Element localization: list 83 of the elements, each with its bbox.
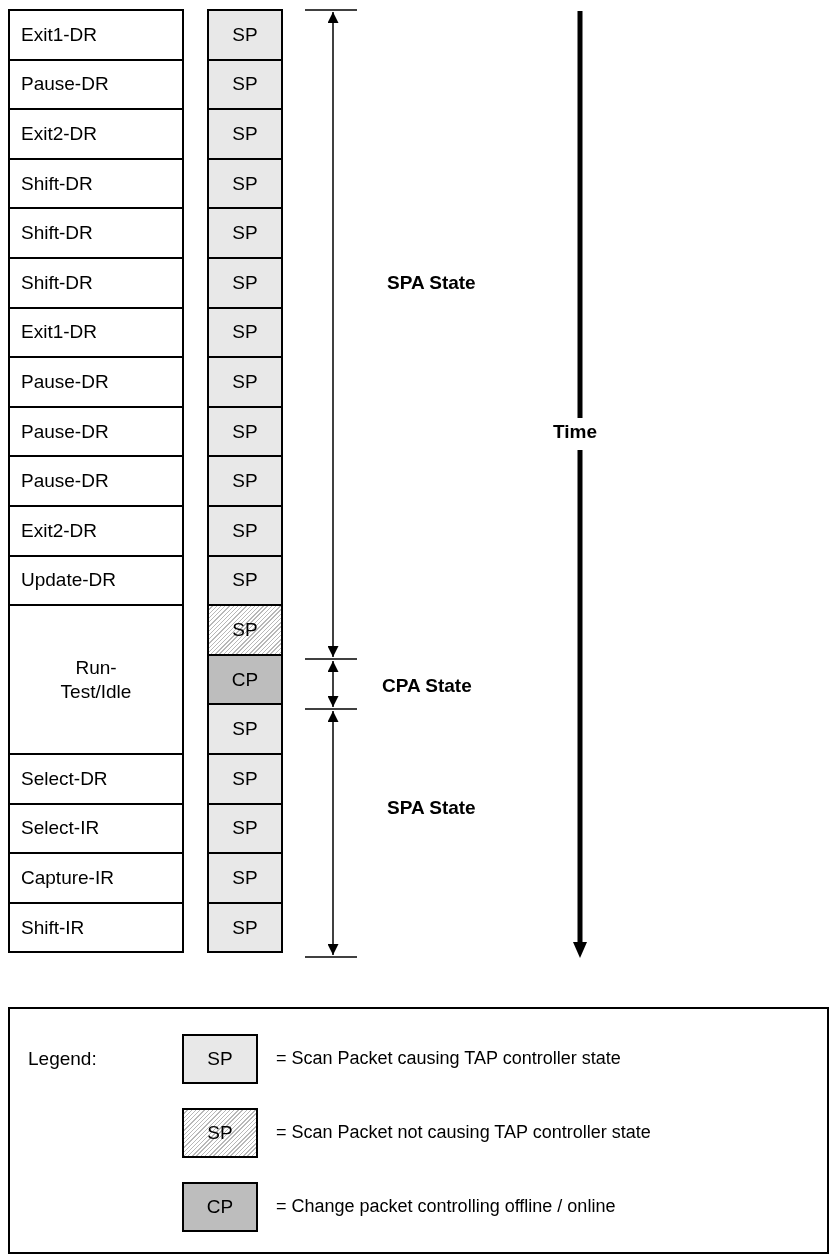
legend-title: Legend: [28,1047,97,1071]
packet-box [207,653,283,706]
packet-box [207,405,283,458]
packet-name: SP [232,717,258,742]
state-box [8,405,184,458]
swatch-text: SP [207,1121,233,1145]
state-label: SPA State [387,796,476,820]
packet-name: SP [232,72,258,97]
swatch-text: SP [207,1047,233,1071]
state-box [8,455,184,507]
state-box [8,9,184,61]
packet-name: CP [231,667,259,692]
state-name: Shift-DR [21,270,93,295]
packet-name: SP [232,816,258,841]
state-name: Shift-DR [21,171,93,196]
packet-box [207,554,283,607]
swatch-text: CP [206,1195,234,1219]
state-name: Pause-DR [21,469,109,494]
state-name: Exit2-DR [21,122,97,146]
packet-name: SP [232,866,258,890]
packet-name: SP [232,419,258,444]
packet-name: SP [232,568,258,593]
state-name: Exit1-DR [21,22,97,47]
packet-name: SP [232,915,258,940]
state-box [8,257,184,309]
packet-box [207,108,283,160]
packet-box [207,455,283,507]
packet-name: SP [232,320,258,345]
state-name: Pause-DR [21,419,109,444]
state-box [8,753,184,805]
packet-name: SP [232,270,258,295]
packet-name: SP [232,518,258,543]
packet-box [207,604,283,656]
packet-name: SP [232,469,258,494]
state-box [8,356,184,408]
state-name: Shift-DR [21,221,93,246]
state-box [8,852,184,904]
packet-name: SP [232,122,258,146]
axis-label: Time [553,420,597,444]
state-label: SPA State [387,271,476,295]
packet-box [207,505,283,557]
state-name: Update-DR [21,568,117,593]
packet-name: SP [232,618,258,642]
packet-box [207,852,283,904]
state-name: Run-Test/Idle [59,655,133,704]
state-box [8,306,184,359]
packet-box [207,257,283,309]
packet-box [207,703,283,755]
state-box [8,505,184,557]
state-name: Select-DR [21,766,108,791]
packet-name: SP [232,22,258,47]
state-box [8,157,184,210]
state-name: Pause-DR [21,370,109,394]
state-box [8,554,184,607]
state-box [8,207,184,259]
packet-box [207,9,283,61]
state-name: Select-IR [21,816,100,841]
legend-text: = Change packet controlling offline / online [276,1195,616,1218]
state-name: Capture-IR [21,866,114,890]
packet-box [207,802,283,855]
packet-name: SP [232,766,258,791]
state-box [8,58,184,111]
packet-name: SP [232,221,258,246]
packet-box [207,58,283,111]
packet-box [207,356,283,408]
state-box [8,802,184,855]
state-name: Exit1-DR [21,320,97,345]
state-box [8,108,184,160]
packet-name: SP [232,370,258,394]
state-box [8,901,184,954]
state-name: Shift-IR [21,915,85,940]
state-name: Pause-DR [21,72,109,97]
packet-name: SP [232,171,258,196]
state-label: CPA State [382,674,472,698]
state-name: Exit2-DR [21,518,97,543]
legend-text: = Scan Packet not causing TAP controller state [276,1121,651,1144]
state-box [8,604,184,755]
packet-box [207,306,283,359]
legend-text: = Scan Packet causing TAP controller state [276,1047,621,1070]
packet-box [207,753,283,805]
packet-box [207,157,283,210]
packet-box [207,207,283,259]
packet-box [207,901,283,954]
